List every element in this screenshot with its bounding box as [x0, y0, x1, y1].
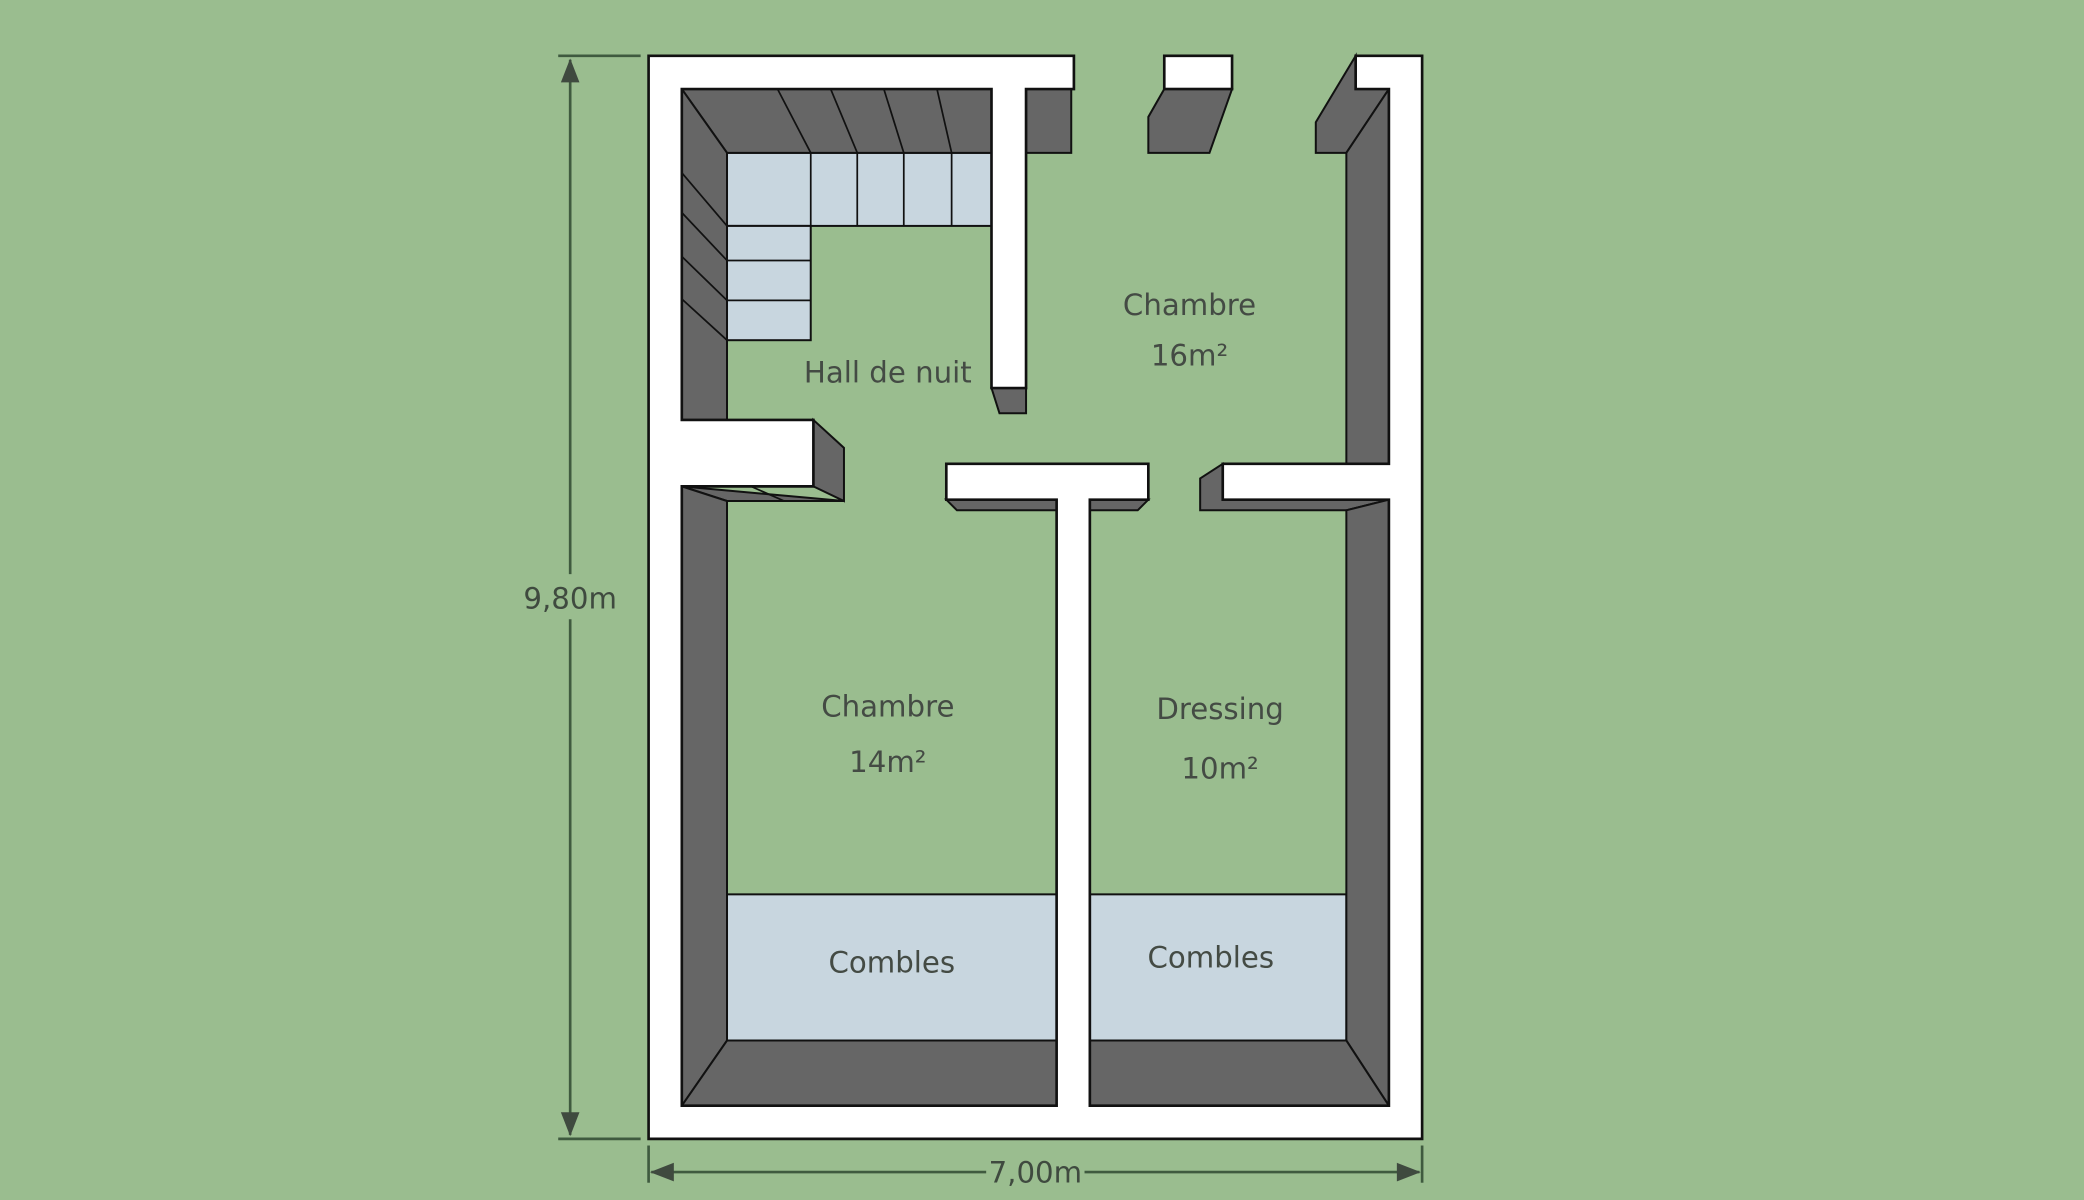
width-dimension: 7,00m	[647, 1145, 1424, 1190]
height-dimension: 9,80m	[523, 54, 641, 1141]
room-bedroom2-name: Chambre	[821, 689, 954, 723]
height-label: 9,80m	[523, 582, 617, 616]
staircase	[726, 151, 993, 342]
room-hall-name: Hall de nuit	[804, 356, 972, 390]
room-attic-right-name: Combles	[1147, 940, 1274, 974]
wall-tops	[647, 54, 1424, 1141]
room-bedroom1-area: 16m²	[1151, 338, 1228, 372]
width-label: 7,00m	[989, 1156, 1083, 1190]
room-dressing-area: 10m²	[1181, 752, 1258, 786]
room-bedroom2-area: 14m²	[849, 745, 926, 779]
room-attic-left-name: Combles	[829, 946, 956, 980]
room-dressing-name: Dressing	[1156, 692, 1283, 726]
room-bedroom1-name: Chambre	[1123, 288, 1256, 322]
